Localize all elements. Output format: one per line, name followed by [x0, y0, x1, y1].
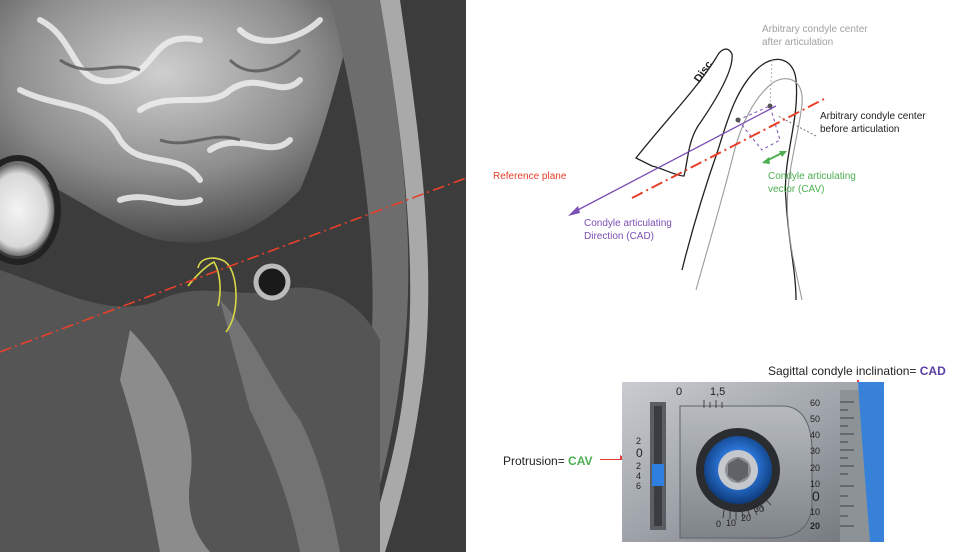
protrusion-value: CAV: [568, 454, 592, 468]
center-after-label-line1: Arbitrary condyle center: [762, 24, 868, 36]
protrusion-slider-knob: [652, 464, 664, 486]
right-scale-label: 20: [810, 462, 820, 474]
cad-label-line2: Direction (CAD): [584, 231, 654, 243]
sagittal-inclination-caption: Sagittal condyle inclination= CAD: [768, 364, 946, 378]
protrusion-caption: Protrusion= CAV: [503, 454, 593, 468]
center-before-label-line2: before articulation: [820, 124, 900, 136]
mri-image: [0, 0, 466, 552]
top-scale-label: 1,5: [710, 386, 725, 398]
reference-plane-label: Reference plane: [493, 171, 566, 183]
cav-label-line2: vector (CAV): [768, 184, 825, 196]
right-scale-label: 60: [810, 397, 820, 409]
top-scale-label: 0: [676, 386, 682, 398]
cad-label-line1: Condyle articulating: [584, 218, 672, 230]
dial-scale-label: 20: [741, 512, 751, 524]
right-scale-label: 50: [810, 413, 820, 425]
cad-arrow: [574, 106, 776, 212]
center-after-label-line2: after articulation: [762, 37, 833, 49]
vector-box: [738, 106, 780, 150]
right-scale-label: 40: [810, 429, 820, 441]
sagittal-inclination-prefix: Sagittal condyle inclination=: [768, 364, 920, 378]
dial-scale-label: 0: [716, 518, 721, 530]
dial-scale-label: 30: [754, 503, 764, 515]
right-scale-label: 10: [810, 506, 820, 518]
center-before-marker: [736, 118, 741, 123]
cav-label-line1: Condyle articulating: [768, 171, 856, 183]
right-scale-label: 20: [810, 520, 820, 532]
center-before-label-line1: Arbitrary condyle center: [820, 111, 926, 123]
left-scale-label: 0: [636, 447, 643, 459]
disc-outline: [636, 49, 732, 176]
right-scale-label: 30: [810, 445, 820, 457]
right-scale-label: 0: [812, 490, 820, 502]
reference-plane-line: [632, 98, 826, 198]
articulator-device-photo: [622, 382, 884, 542]
protrusion-prefix: Protrusion=: [503, 454, 568, 468]
sagittal-inclination-value: CAD: [920, 364, 946, 378]
dial-scale-label: 10: [726, 517, 736, 529]
left-scale-label: 6: [636, 480, 641, 492]
